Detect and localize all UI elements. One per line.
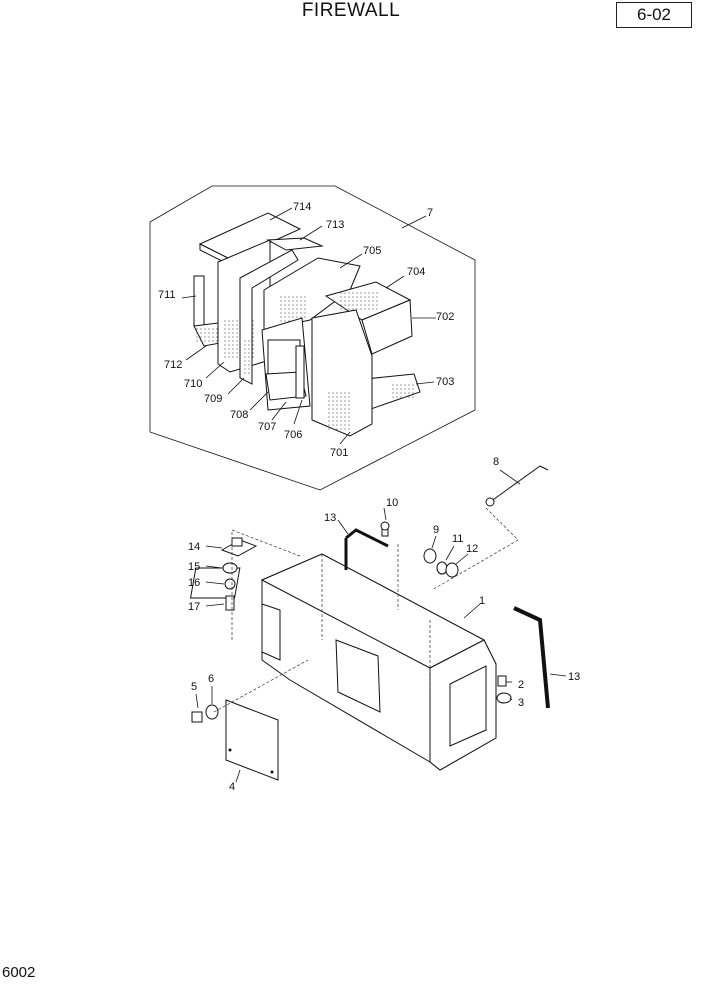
label-714: 714 [293,201,311,213]
washer-11 [436,561,448,575]
bolt-2 [497,675,507,687]
label-16: 16 [188,577,200,589]
seal-13-upper [344,528,389,570]
bolt-10 [380,521,390,537]
label-14: 14 [188,541,200,553]
panel-701 [311,309,373,437]
label-703: 703 [436,376,454,388]
strip-706 [295,345,305,399]
label-15: 15 [188,561,200,573]
strip-713 [266,237,324,251]
label-705: 705 [363,245,381,257]
label-709: 709 [204,393,222,405]
label-10: 10 [386,497,398,509]
label-706: 706 [284,429,302,441]
nut-12 [445,562,459,578]
rod-8 [485,465,549,507]
label-3: 3 [518,697,524,709]
label-8: 8 [493,456,499,468]
firewall-body-1 [189,553,497,771]
label-708: 708 [230,409,248,421]
assembly-dashed-lines [213,507,519,713]
label-4: 4 [229,781,235,793]
bolt-5 [191,711,203,723]
label-702: 702 [436,311,454,323]
cover-plate-4 [225,699,279,781]
label-704: 704 [407,266,425,278]
bolt-17 [225,595,235,611]
label-9: 9 [433,524,439,536]
spacer-15 [222,562,238,574]
label-710: 710 [184,378,202,390]
bracket-14 [220,537,258,557]
label-6: 6 [208,673,214,685]
label-11: 11 [452,533,463,545]
label-5: 5 [191,681,197,693]
washer-9 [423,548,437,564]
label-13-upper: 13 [324,512,336,524]
washer-6 [205,704,219,720]
pad-702 [361,299,413,355]
label-13-right: 13 [568,671,580,683]
kit-leader-lines [181,207,436,445]
washer-3 [496,692,512,704]
kit-7-enclosure [149,185,476,491]
label-712: 712 [164,359,182,371]
label-12: 12 [466,543,478,555]
panel-709 [239,249,299,385]
label-17: 17 [188,601,200,613]
part-labels: 714 713 7 705 704 711 702 712 710 709 70… [158,201,580,793]
label-707: 707 [258,421,276,433]
label-701: 701 [330,447,348,459]
seal-13-right [513,606,550,709]
label-2: 2 [518,679,524,691]
page-title: FIREWALL [301,0,401,21]
nut-16 [224,578,236,590]
pad-711 [193,275,205,327]
label-711: 711 [158,289,176,301]
page-number-box: 6-02 [616,2,692,28]
drawing-number: 6002 [2,964,36,981]
body-leader-lines [195,469,567,783]
label-1: 1 [479,595,485,607]
label-713: 713 [326,219,344,231]
label-7: 7 [427,207,433,219]
